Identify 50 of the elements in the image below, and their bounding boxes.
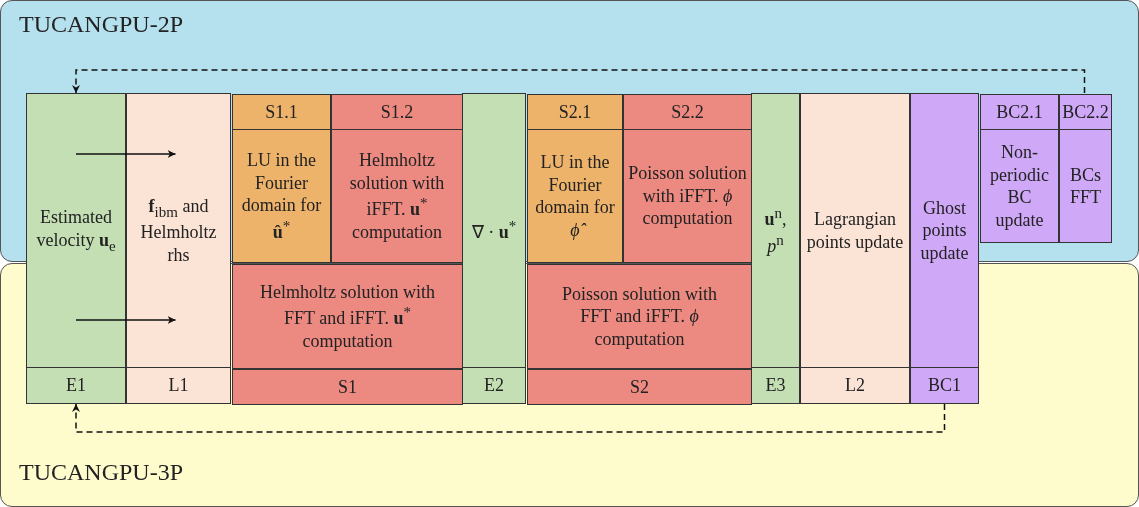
step-description: S2 — [630, 375, 649, 399]
region-title: TUCANGPU-3P — [19, 459, 183, 486]
step-description: Ghost points update — [919, 196, 970, 265]
step-code: E2 — [484, 375, 504, 396]
step-description: Poisson solution with FFT and iFFT. ϕ computation — [561, 282, 718, 351]
step-description: BCs FFT — [1069, 163, 1102, 209]
substep-box — [1059, 94, 1112, 243]
arrow — [75, 316, 177, 324]
process-column — [800, 93, 910, 404]
process-column — [462, 93, 526, 404]
step-code: S2.1 — [558, 101, 592, 123]
process-box — [232, 264, 463, 369]
dashed-arrow — [72, 69, 1086, 94]
step-description: ∇ · u$^{*}$ — [471, 217, 517, 244]
step-code: E3 — [765, 375, 786, 396]
step-description: u$^{n}$, p$^{n}$ — [763, 204, 788, 257]
substep-box — [623, 94, 752, 263]
region-title: TUCANGPU-2P — [19, 11, 183, 38]
substep-box — [980, 94, 1059, 243]
process-column — [751, 93, 800, 404]
step-code: E1 — [66, 375, 86, 396]
substep-box — [527, 94, 623, 263]
step-description: Helmholtz solution with iFFT. u$^{*}$ computation — [348, 149, 446, 243]
step-code: BC1 — [928, 375, 961, 396]
step-code: BC2.1 — [996, 101, 1043, 123]
step-description: Non-periodic BC update — [989, 141, 1050, 231]
substep-box — [331, 94, 463, 263]
process-column — [26, 93, 126, 404]
step-description: Helmholtz solution with FFT and iFFT. u$^{*}$ computation — [259, 280, 436, 353]
step-code: S1.1 — [265, 101, 298, 123]
step-code: S1.2 — [380, 101, 414, 123]
process-column — [910, 93, 979, 404]
step-description: Estimated velocity u$_{e}$ — [35, 206, 117, 255]
step-description: S1 — [338, 375, 357, 399]
substep-box — [232, 94, 331, 263]
step-code: S2.2 — [671, 101, 704, 123]
step-code: L2 — [845, 375, 865, 396]
step-description: LU in the Fourier domain for ϕ̂ — [534, 151, 616, 241]
process-box — [527, 264, 752, 369]
process-column — [126, 93, 231, 404]
process-box — [232, 369, 463, 405]
process-box — [527, 369, 752, 405]
dashed-arrow — [72, 403, 946, 433]
arrow — [75, 150, 177, 158]
step-code: L1 — [168, 375, 189, 396]
step-code: BC2.2 — [1062, 101, 1109, 123]
step-description: Lagrangian points update — [805, 208, 905, 253]
step-description: Poisson solution with iFFT. ϕ computation — [627, 162, 748, 230]
step-description: LU in the Fourier domain for û$^{*}$ — [240, 149, 323, 243]
step-description: f$_{ibm}$ and Helmholtz rhs — [139, 194, 218, 267]
